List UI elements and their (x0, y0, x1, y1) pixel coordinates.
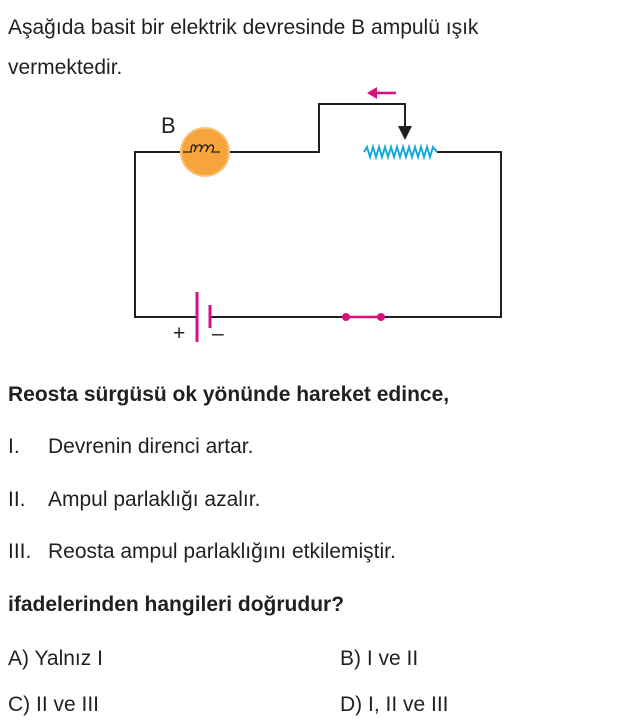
battery-icon (195, 292, 212, 342)
bulb-label: B (161, 113, 176, 138)
statement-text-1: Devrenin direnci artar. (48, 435, 254, 458)
circuit-diagram (134, 87, 502, 342)
option-a[interactable]: A) Yalnız I (8, 647, 103, 670)
battery-plus-label: + (173, 322, 186, 345)
switch-icon (342, 313, 385, 321)
statement-text-3: Reosta ampul parlaklığını etkilemiştir. (48, 540, 396, 563)
rheostat-resistor-icon (363, 143, 438, 161)
question-stem: Reosta sürgüsü ok yönünde hareket edince… (8, 383, 450, 406)
statement-num-1: I. (8, 435, 20, 458)
statement-num-3: III. (8, 540, 32, 563)
slider-arrow-icon (398, 126, 412, 140)
bulb-icon (180, 127, 230, 177)
option-d[interactable]: D) I, II ve III (340, 693, 449, 716)
intro-line-1: Aşağıda basit bir elektrik devresinde B … (8, 16, 479, 39)
intro-line-2: vermektedir. (8, 56, 123, 79)
battery-minus-label: – (212, 322, 224, 345)
direction-arrow-icon (367, 87, 396, 99)
question-text: ifadelerinden hangileri doğrudur? (8, 593, 345, 616)
option-c[interactable]: C) II ve III (8, 693, 100, 716)
option-b[interactable]: B) I ve II (340, 647, 419, 670)
statement-text-2: Ampul parlaklığı azalır. (48, 488, 261, 511)
wires (134, 103, 502, 318)
statement-num-2: II. (8, 488, 26, 511)
